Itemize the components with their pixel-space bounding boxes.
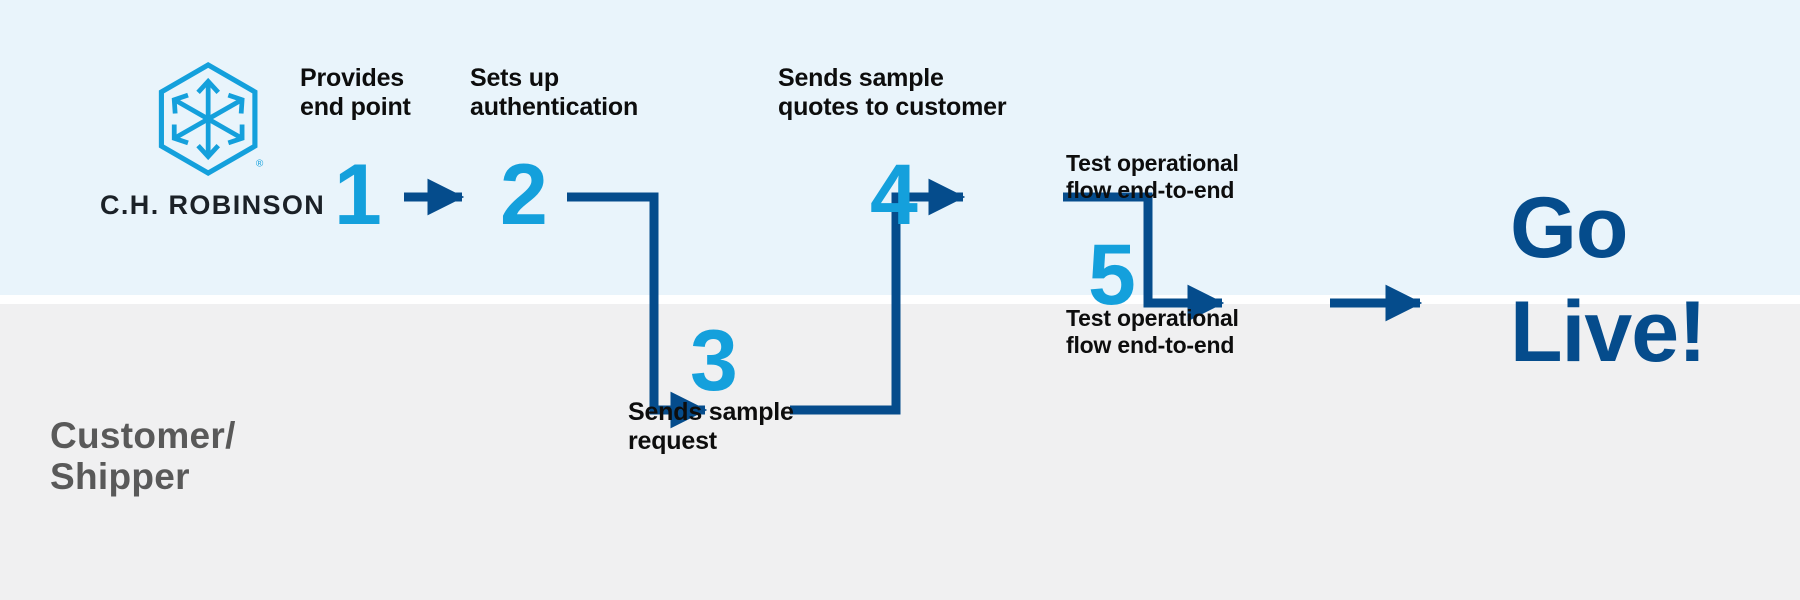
- outcome-line1: Go: [1510, 180, 1628, 276]
- step-5-caption-above-line2: flow end-to-end: [1066, 177, 1235, 204]
- connector-4-to-5: [1063, 192, 1225, 322]
- lane-label-line2: Shipper: [50, 456, 190, 498]
- step-2-caption-line1: Sets up: [470, 64, 559, 92]
- step-5-caption-below-line2: flow end-to-end: [1066, 332, 1235, 359]
- hexagon-arrows-logo-icon: ®: [158, 61, 264, 177]
- step-5-caption-below-line1: Test operational: [1066, 305, 1239, 331]
- step-5-caption-below: Test operational flow end-to-end: [1066, 305, 1296, 359]
- outcome-go-live: Go Live!: [1510, 185, 1790, 375]
- step-2-caption-line2: authentication: [470, 93, 639, 121]
- connector-2-to-3: [567, 192, 708, 429]
- step-3-caption-line1: Sends sample: [628, 398, 794, 426]
- step-1-number[interactable]: 1: [334, 147, 382, 243]
- step-1-caption: Provides end point: [300, 64, 490, 122]
- step-3-caption-line2: request: [628, 427, 717, 455]
- step-5-caption-above-line1: Test operational: [1066, 150, 1239, 176]
- step-2-number[interactable]: 2: [500, 147, 548, 243]
- registered-mark: ®: [256, 159, 264, 170]
- connector-3-to-4: [790, 178, 966, 415]
- step-2-caption: Sets up authentication: [470, 64, 700, 122]
- outcome-line2: Live!: [1510, 284, 1707, 380]
- step-3-caption: Sends sample request: [628, 398, 848, 456]
- step-3-number[interactable]: 3: [690, 313, 738, 409]
- step-4-caption-line2: quotes to customer: [778, 93, 1007, 121]
- step-1-caption-line2: end point: [300, 93, 411, 121]
- lane-label-customer-shipper: Customer/ Shipper: [50, 415, 380, 498]
- brand-wordmark: C.H. ROBINSON: [100, 190, 326, 220]
- step-5-caption-above: Test operational flow end-to-end: [1066, 150, 1296, 204]
- brand-logo-block: ® C.H. ROBINSON: [100, 60, 326, 221]
- lane-label-line1: Customer/: [50, 415, 236, 456]
- step-5-number[interactable]: 5: [1088, 227, 1136, 323]
- step-1-caption-line1: Provides: [300, 64, 405, 92]
- step-4-number[interactable]: 4: [870, 147, 918, 243]
- step-4-caption: Sends sample quotes to customer: [778, 64, 1048, 122]
- step-4-caption-line1: Sends sample: [778, 64, 944, 92]
